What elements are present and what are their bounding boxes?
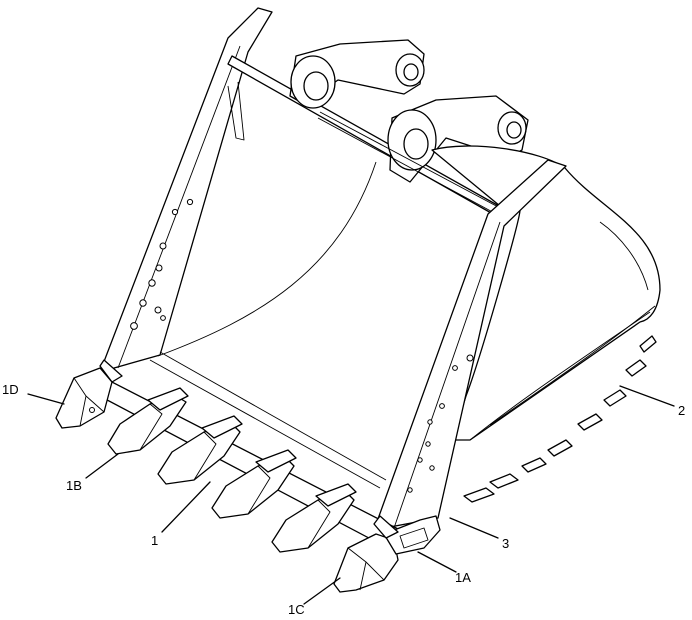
tooth-left-corner — [55, 359, 123, 429]
side-cutter-segments — [463, 335, 657, 503]
tooth-right-corner — [333, 515, 441, 593]
right-side-plate — [373, 159, 567, 531]
left-side-plate — [99, 7, 273, 373]
callout-1d: 1D — [2, 382, 19, 397]
tooth-2 — [157, 415, 243, 485]
leader-1c — [303, 577, 341, 605]
leader-1d — [27, 393, 65, 405]
tooth-3 — [211, 449, 297, 519]
right-plate-holes — [407, 354, 474, 493]
leader-3 — [449, 517, 499, 539]
leader-2 — [619, 385, 675, 407]
callout-labels: 1D 1B 1 2 3 1A 1C — [2, 382, 685, 617]
leader-lines — [27, 385, 675, 605]
leader-1a — [417, 551, 457, 573]
bucket-floor-curve — [157, 161, 377, 357]
corner-adapter-1a — [383, 515, 441, 555]
tooth-1 — [107, 387, 189, 455]
leader-1 — [161, 481, 211, 533]
cutting-edge-lip — [91, 379, 401, 547]
tooth-4 — [271, 483, 357, 553]
callout-1: 1 — [151, 533, 158, 548]
left-plate-holes — [130, 198, 194, 330]
callout-1a: 1A — [455, 570, 471, 585]
callout-1c: 1C — [288, 602, 305, 617]
callout-3: 3 — [502, 536, 509, 551]
callout-1b: 1B — [66, 478, 82, 493]
callout-2: 2 — [678, 403, 685, 418]
bucket-back-shell — [431, 145, 661, 441]
leader-1b — [85, 453, 119, 479]
